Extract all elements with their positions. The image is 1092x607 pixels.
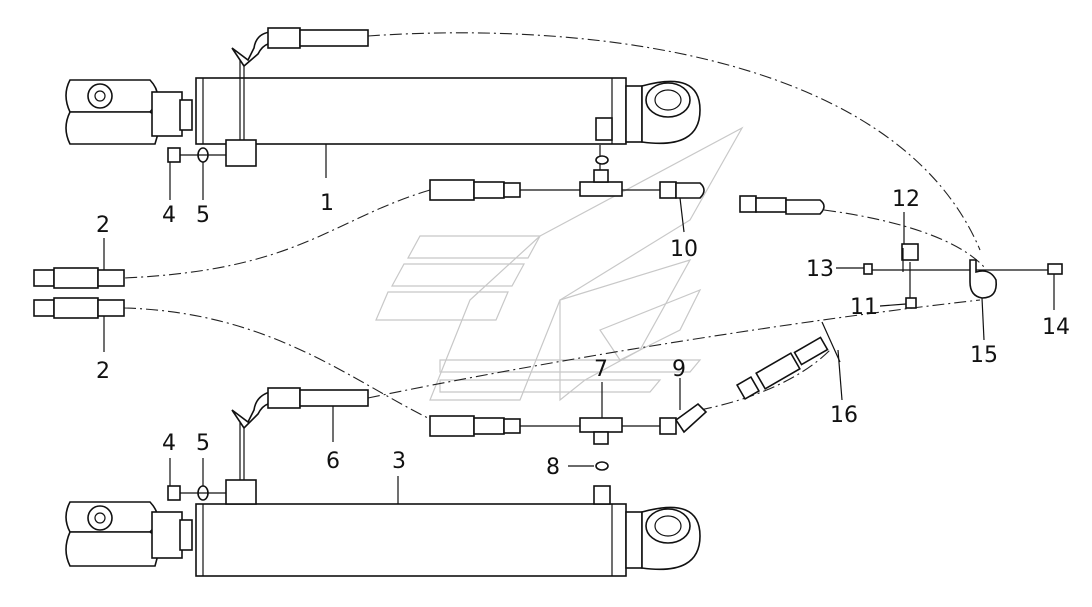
lower-cylinder	[65, 479, 701, 577]
callout-10: 10	[670, 237, 698, 262]
callout-16: 16	[830, 403, 858, 428]
callout-7: 7	[594, 357, 608, 382]
callout-5-lower: 5	[196, 431, 210, 456]
callout-13: 13	[806, 257, 834, 282]
upper-cylinder-hose	[231, 27, 369, 140]
callout-leaders	[103, 144, 1055, 504]
callout-14: 14	[1042, 315, 1070, 340]
callout-3: 3	[392, 449, 406, 474]
lower-cylinder-hose	[231, 387, 369, 480]
callout-2-upper: 2	[96, 213, 110, 238]
callout-15: 15	[970, 343, 998, 368]
hose-routing-lines	[123, 32, 986, 421]
callout-4-lower: 4	[162, 431, 176, 456]
upper-hose-line	[429, 145, 825, 215]
callout-4-upper: 4	[162, 203, 176, 228]
bracket-assembly	[863, 243, 1063, 309]
upper-cylinder	[65, 77, 701, 167]
callout-9: 9	[672, 357, 686, 382]
watermark-logo	[375, 126, 744, 402]
loose-hoses	[33, 267, 125, 319]
callout-labels: 1 2 2 3 4 4 5 5 6 7 8 9 10 11 12 13 14 1…	[96, 187, 1070, 480]
callout-11: 11	[850, 295, 878, 320]
callout-2-lower: 2	[96, 359, 110, 384]
callout-12: 12	[892, 187, 920, 212]
callout-6: 6	[326, 449, 340, 474]
lower-hose-line	[429, 321, 841, 471]
callout-5-upper: 5	[196, 203, 210, 228]
callout-8: 8	[546, 455, 560, 480]
bolts-and-washers	[167, 147, 226, 501]
callout-1: 1	[320, 191, 334, 216]
